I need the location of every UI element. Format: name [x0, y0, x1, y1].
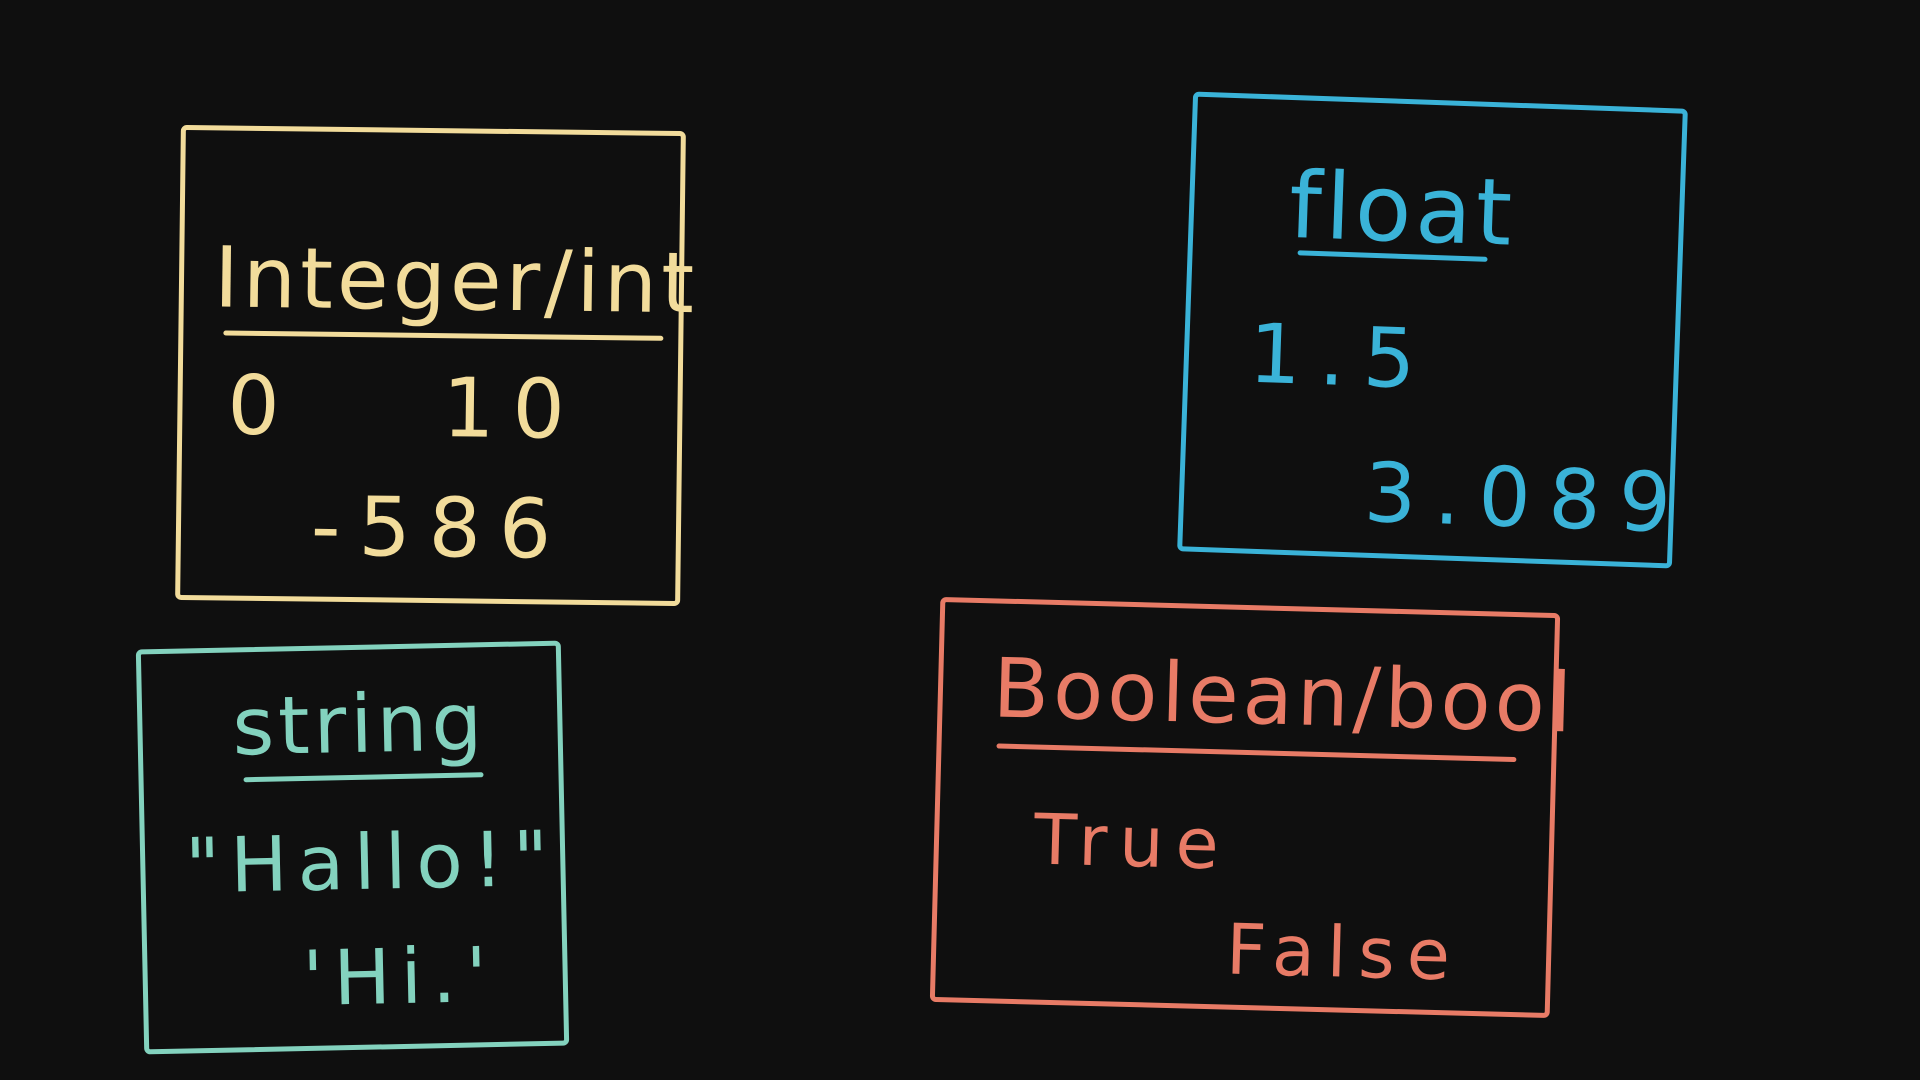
integer-title-underline: [223, 330, 664, 341]
string-title: string: [231, 675, 488, 774]
integer-value: 0: [226, 358, 299, 455]
integer-title: Integer/int: [213, 228, 699, 333]
boolean-box: Boolean/bool True False: [929, 596, 1577, 1019]
integer-value: -586: [310, 479, 570, 578]
integer-box: Integer/int 0 10 -586: [175, 124, 699, 607]
float-value: 3.089: [1362, 445, 1691, 553]
string-value: 'Hi.': [301, 930, 498, 1024]
float-title: float: [1287, 151, 1518, 267]
integer-value: 10: [441, 361, 584, 458]
string-box: string "Hallo!" 'Hi.': [135, 640, 570, 1055]
float-box: float 1.5 3.089: [1177, 91, 1691, 569]
float-value: 1.5: [1247, 306, 1436, 409]
boolean-value: True: [1033, 798, 1232, 886]
boolean-value: False: [1225, 908, 1463, 997]
boolean-title: Boolean/bool: [991, 641, 1577, 752]
string-title-underline: [243, 772, 484, 783]
string-value: "Hallo!": [184, 813, 560, 911]
